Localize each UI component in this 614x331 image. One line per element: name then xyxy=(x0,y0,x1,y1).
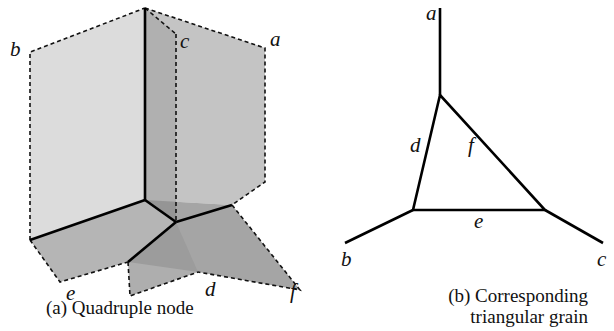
edge-letter: f xyxy=(468,134,474,157)
edge-letter: a xyxy=(426,2,437,25)
plane-letter: f xyxy=(290,280,296,303)
quadruple-node-figure xyxy=(30,8,300,296)
figure-caption: (a) Quadruple node xyxy=(46,298,194,319)
edge-letter: e xyxy=(474,210,483,233)
edge-letter: b xyxy=(341,248,352,271)
plane-letter: c xyxy=(180,30,189,53)
edge-letter: c xyxy=(597,248,606,271)
plane-letter: a xyxy=(270,28,281,51)
triangular-grain-figure xyxy=(345,8,603,243)
plane-letter: d xyxy=(205,278,216,301)
plane-letter: b xyxy=(10,38,21,61)
edge-letter: d xyxy=(410,134,421,157)
figure-caption: (b) Corresponding triangular grain xyxy=(398,286,588,328)
